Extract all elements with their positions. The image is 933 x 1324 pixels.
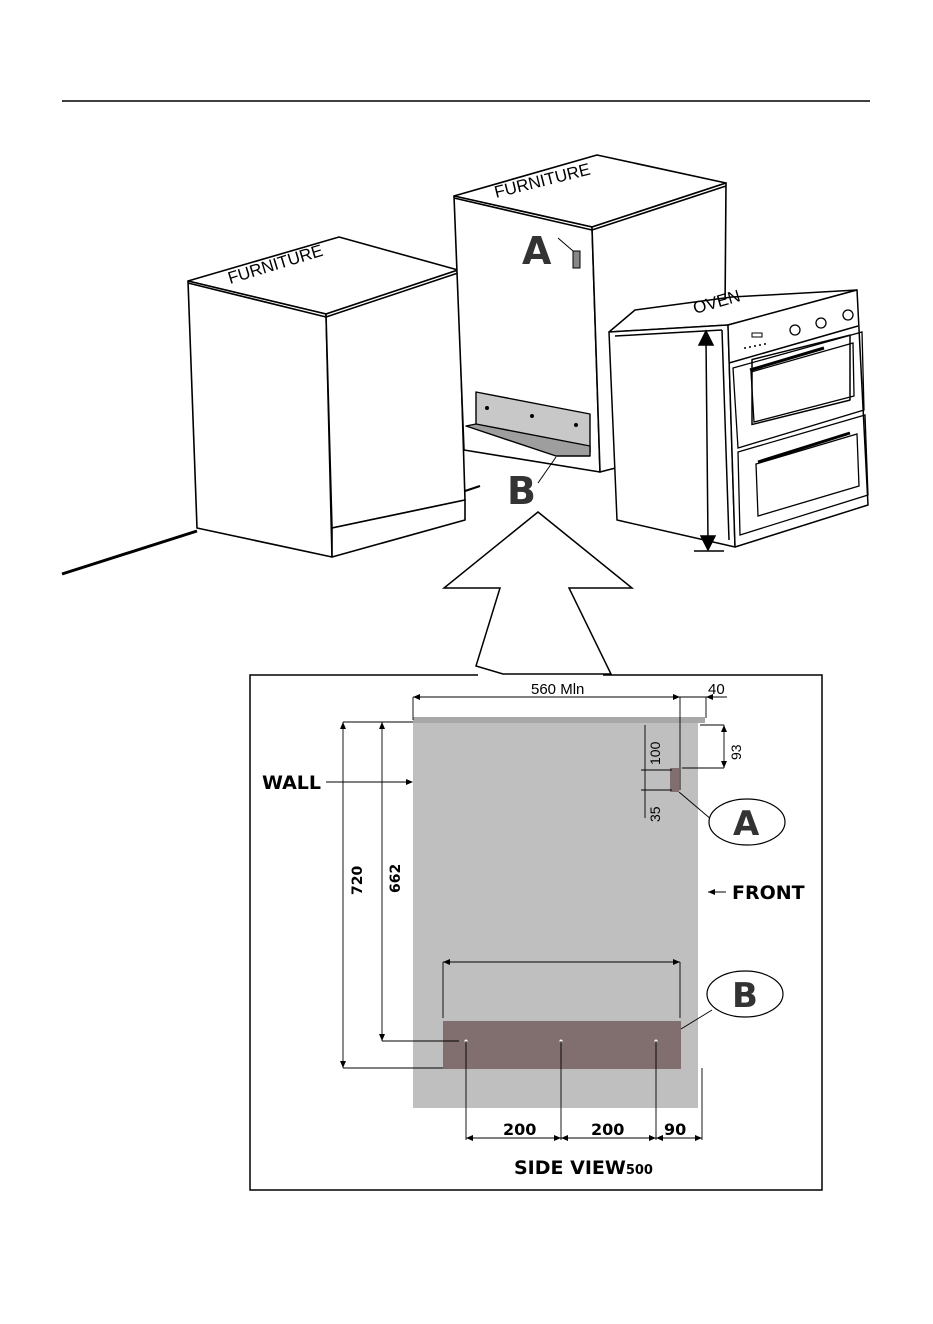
dim-hole-spacing-1: 200 [503, 1120, 536, 1139]
marker-a-side: A [733, 804, 760, 844]
bracket-b-side [443, 1021, 681, 1069]
side-panel-notch [690, 1066, 698, 1108]
dim-width: 560 Mln [531, 681, 584, 698]
side-view-title: SIDE VIEW500 [514, 1157, 653, 1179]
floor-line [62, 531, 197, 574]
wall-label: WALL [262, 772, 321, 794]
dim-hole-spacing-2: 200 [591, 1120, 624, 1139]
floor-line-2 [465, 486, 480, 491]
dim-height-total: 720 [350, 866, 366, 895]
dim-offset: 40 [708, 681, 725, 698]
marker-a-3d: A [522, 229, 552, 273]
dim-a-size: 35 [647, 806, 663, 822]
dim-height-inner: 662 [388, 864, 404, 893]
bracket-a-3d [573, 251, 580, 268]
side-view-title-main: SIDE VIEW [514, 1157, 626, 1179]
dim-hole-to-front: 90 [664, 1120, 686, 1139]
callout-arrow [444, 512, 632, 674]
side-view-title-suffix: 500 [626, 1163, 653, 1178]
oven [609, 290, 868, 547]
marker-b-3d: B [507, 469, 536, 513]
front-label: FRONT [732, 882, 805, 904]
bracket-a-side [670, 768, 679, 792]
dim-top-to-a: 100 [647, 741, 663, 765]
marker-b-side: B [732, 976, 758, 1016]
dim-top-to-a-front: 93 [728, 744, 744, 760]
side-panel-top-strip [413, 717, 705, 723]
